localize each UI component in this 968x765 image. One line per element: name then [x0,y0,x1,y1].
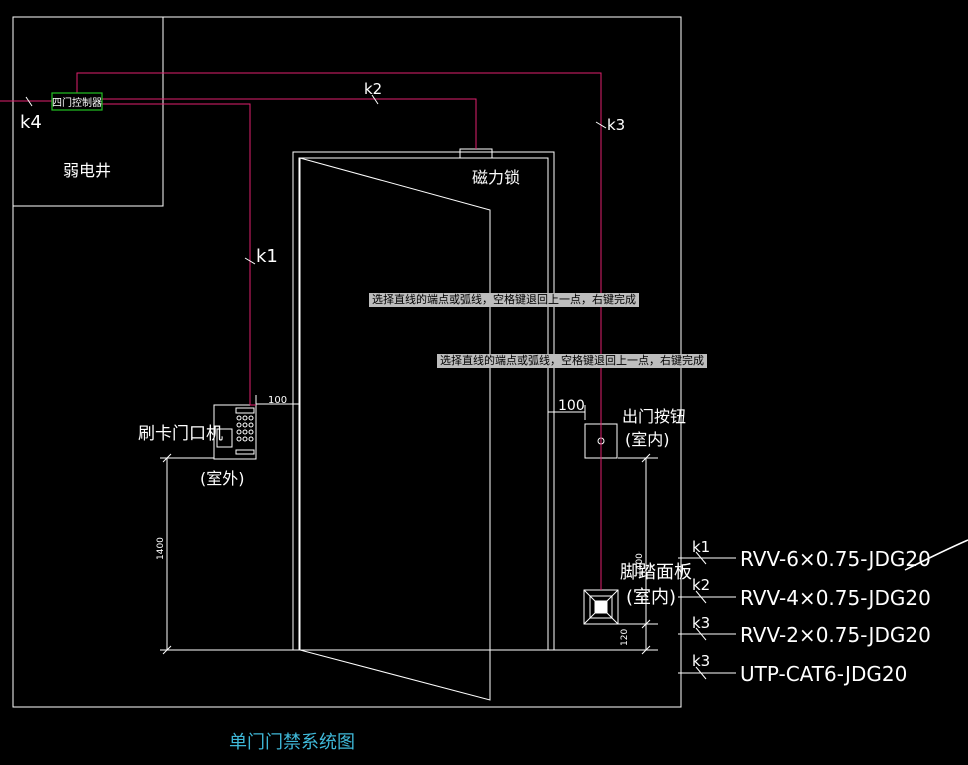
wire-k2 [102,98,477,149]
card-reader [213,404,257,460]
legend-tag-3: k3 [692,614,710,632]
legend-cable-3: RVV-2×0.75-JDG20 [740,623,931,647]
door-frame-inner [298,157,549,650]
foot-panel-label: 脚踏面板 [620,562,692,583]
wire-k1 [102,103,251,405]
legend-tag-1: k1 [692,538,710,556]
wire-label-k3: k3 [607,116,625,134]
cursor-scribble [904,539,968,571]
indoor-label: (室内) [625,430,670,449]
legend-cable-4: UTP-CAT6-JDG20 [740,662,907,686]
legend-cable-2: RVV-4×0.75-JDG20 [740,586,931,610]
dim-100-left: 100 [268,395,287,406]
reader-label: 刷卡门口机 [138,424,223,444]
wire-label-k2: k2 [364,80,382,98]
legend-cable-1: RVV-6×0.75-JDG20 [740,547,931,571]
wire-k3 [76,72,602,590]
controller-label: 四门控制器 [52,96,102,109]
wire-label-k1: k1 [256,246,278,267]
legend-tag-4: k3 [692,652,710,670]
door-leaf [299,157,491,701]
dim-120: 120 [620,629,630,646]
tooltip-1: 选择直线的端点或弧线，空格键退回上一点，右键完成 [369,293,639,307]
wire-label-k4: k4 [20,112,42,133]
indoor2-label: (室内) [626,587,676,608]
foot-panel-device [583,589,619,625]
legend-tag-2: k2 [692,576,710,594]
legend-leaders [678,551,736,680]
maglock [459,148,493,159]
exit-button-label: 出门按钮 [622,407,686,426]
dim-1400: 1400 [156,537,166,560]
diagram-title: 单门门禁系统图 [229,732,355,753]
shaft-box [12,16,164,207]
dim-1400-right: 1400 [635,553,645,576]
outdoor-label: (室外) [200,469,245,488]
shaft-label: 弱电井 [63,161,111,180]
dim-100-right: 100 [558,398,585,414]
door-frame-outer [292,151,555,650]
tooltip-2: 选择直线的端点或弧线，空格键退回上一点，右键完成 [437,354,707,368]
controller-box [51,92,103,111]
maglock-label: 磁力锁 [472,168,520,187]
